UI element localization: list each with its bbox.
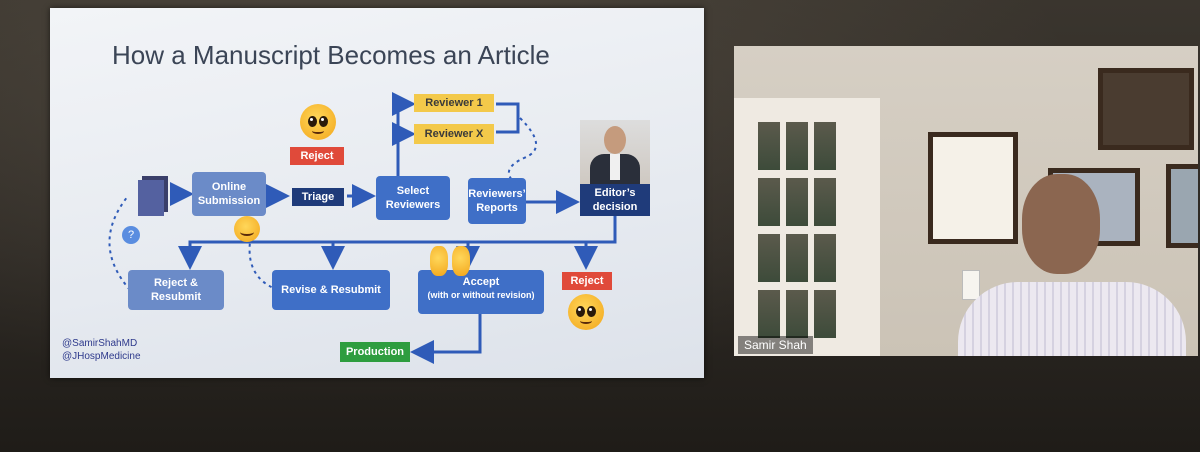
flow-arrows — [108, 92, 617, 364]
reject-resubmit-node: Reject & Resubmit — [128, 270, 224, 310]
reject-right-badge: Reject — [562, 272, 612, 290]
pleading-face-icon-2 — [568, 294, 604, 330]
accept-note: (with or without revision) — [427, 290, 535, 300]
question-icon: ? — [122, 226, 140, 244]
accept-node: Accept (with or without revision) — [418, 270, 544, 314]
champagne-icon-2 — [452, 246, 470, 276]
champagne-icon — [430, 246, 448, 276]
reviewer-x-node: Reviewer X — [414, 124, 494, 144]
twitter-handle-journal: @JHospMedicine — [62, 351, 141, 362]
reviewer-1-node: Reviewer 1 — [414, 94, 494, 112]
reviewers-reports-node: Reviewers’ Reports — [468, 178, 526, 224]
select-reviewers-node: Select Reviewers — [376, 176, 450, 220]
twitter-handle-author: @SamirShahMD — [62, 338, 138, 349]
revise-resubmit-node: Revise & Resubmit — [272, 270, 390, 310]
participant-head — [1022, 174, 1100, 274]
production-node: Production — [340, 342, 410, 362]
online-submission-node: Online Submission — [192, 172, 266, 216]
participant-video-tile[interactable]: Samir Shah — [734, 46, 1198, 356]
pleading-face-icon — [300, 104, 336, 140]
wall-photo-frame — [1098, 68, 1194, 150]
wall-photo-frame-3 — [1166, 164, 1198, 248]
presentation-slide: How a Manuscript Becomes an Article — [50, 8, 704, 378]
participant-name-label: Samir Shah — [738, 336, 813, 354]
editors-decision-node: Editor’s decision — [580, 184, 650, 216]
accept-label: Accept — [462, 276, 500, 288]
triage-node: Triage — [292, 188, 344, 206]
smiling-face-icon — [234, 216, 260, 242]
video-door — [734, 98, 880, 356]
slide-title: How a Manuscript Becomes an Article — [112, 40, 550, 70]
reject-top-badge: Reject — [290, 147, 344, 165]
light-switch — [962, 270, 980, 300]
wall-certificate — [928, 132, 1018, 244]
participant-body — [958, 282, 1186, 356]
editor-photo — [580, 120, 650, 184]
